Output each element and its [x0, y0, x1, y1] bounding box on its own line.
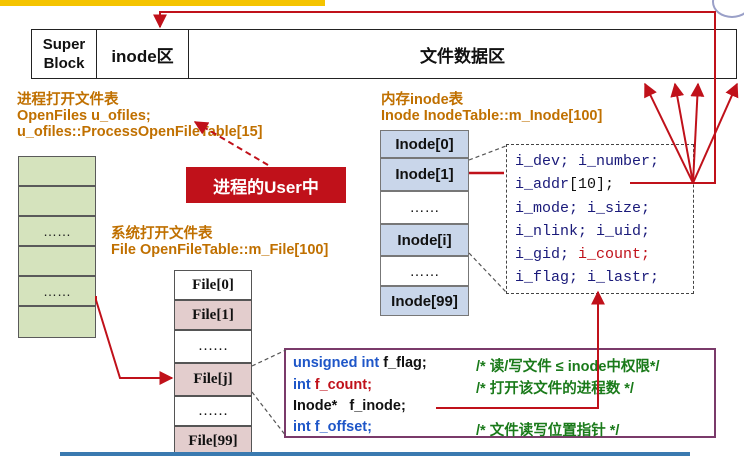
- arrow-badge-to-process-title: [193, 121, 269, 166]
- inode-cell-ellipsis: ……: [380, 256, 469, 286]
- process-table-ellipsis: ……: [18, 216, 96, 246]
- arrow-to-data-1: [644, 82, 694, 184]
- inode-field-line: i_mode; i_size;: [515, 200, 651, 217]
- file-struct-box: unsigned int f_flag; /* 读/写文件 ≤ inode中权限…: [284, 348, 716, 439]
- inode-cell: Inode[0]: [380, 130, 469, 158]
- inode-field-line: i_nlink; i_uid;: [515, 223, 651, 240]
- process-open-file-table: …… ……: [18, 156, 96, 338]
- inode-cell-ellipsis: ……: [380, 191, 469, 224]
- file-field-line: int f_count;: [293, 377, 372, 393]
- file-data-area-cell: 文件数据区: [420, 46, 505, 66]
- arrow-finode-to-inode: [436, 290, 605, 409]
- inode-field-line: i_dev; i_number;: [515, 153, 660, 170]
- arrow-to-data-3: [690, 82, 705, 184]
- arrow-to-data-4: [692, 82, 739, 184]
- file-cell: File[0]: [174, 270, 252, 300]
- arrow-process-to-file: [95, 296, 174, 385]
- footer-bar: [60, 452, 690, 456]
- inode-cell: Inode[i]: [380, 224, 469, 256]
- file-field-comment: /* 文件读写位置指针 */: [476, 423, 620, 439]
- file-field-line: Inode* f_inode;: [293, 398, 406, 414]
- file-table-title: 系统打开文件表 File OpenFileTable::m_File[100]: [111, 226, 329, 258]
- file-field-line: unsigned int f_flag;: [293, 355, 427, 371]
- inode-field-line: i_flag; i_lastr;: [515, 269, 660, 286]
- inode-cell: Inode[99]: [380, 286, 469, 316]
- file-cell-ellipsis: ……: [174, 330, 252, 363]
- file-field-comment: /* 打开该文件的进程数 */: [476, 381, 634, 397]
- dashed-inodei-to-fields-bottom: [468, 252, 507, 293]
- process-table-slot: [18, 306, 96, 338]
- dashed-filej-to-struct-top: [251, 349, 287, 367]
- file-field-line: int f_offset;: [293, 419, 372, 435]
- process-table-slot: [18, 186, 96, 216]
- arrow-to-data-2: [670, 82, 694, 184]
- file-cell-ellipsis: ……: [174, 396, 252, 426]
- inode-field-line: i_addr[10];: [515, 176, 615, 193]
- system-open-file-table: File[0] File[1] …… File[j] …… File[99]: [174, 270, 252, 456]
- file-cell: File[j]: [174, 363, 252, 396]
- inode-cell: Inode[1]: [380, 158, 469, 191]
- process-table-slot: [18, 246, 96, 276]
- inode-area-cell: inode区: [97, 30, 189, 78]
- arrow-iaddr-to-disk: [153, 11, 716, 184]
- inode-field-line: i_gid; i_count;: [515, 246, 651, 263]
- inode-table-title: 内存inode表 Inode InodeTable::m_Inode[100]: [381, 92, 603, 124]
- file-cell: File[1]: [174, 300, 252, 330]
- dashed-filej-to-struct-bottom: [251, 391, 287, 437]
- process-user-badge: 进程的User中: [186, 167, 346, 203]
- title-accent-bar: [0, 0, 325, 6]
- process-table-ellipsis: ……: [18, 276, 96, 306]
- dashed-inodei-to-fields-top: [468, 145, 507, 161]
- process-table-slot: [18, 156, 96, 186]
- file-field-comment: /* 读/写文件 ≤ inode中权限*/: [476, 359, 660, 375]
